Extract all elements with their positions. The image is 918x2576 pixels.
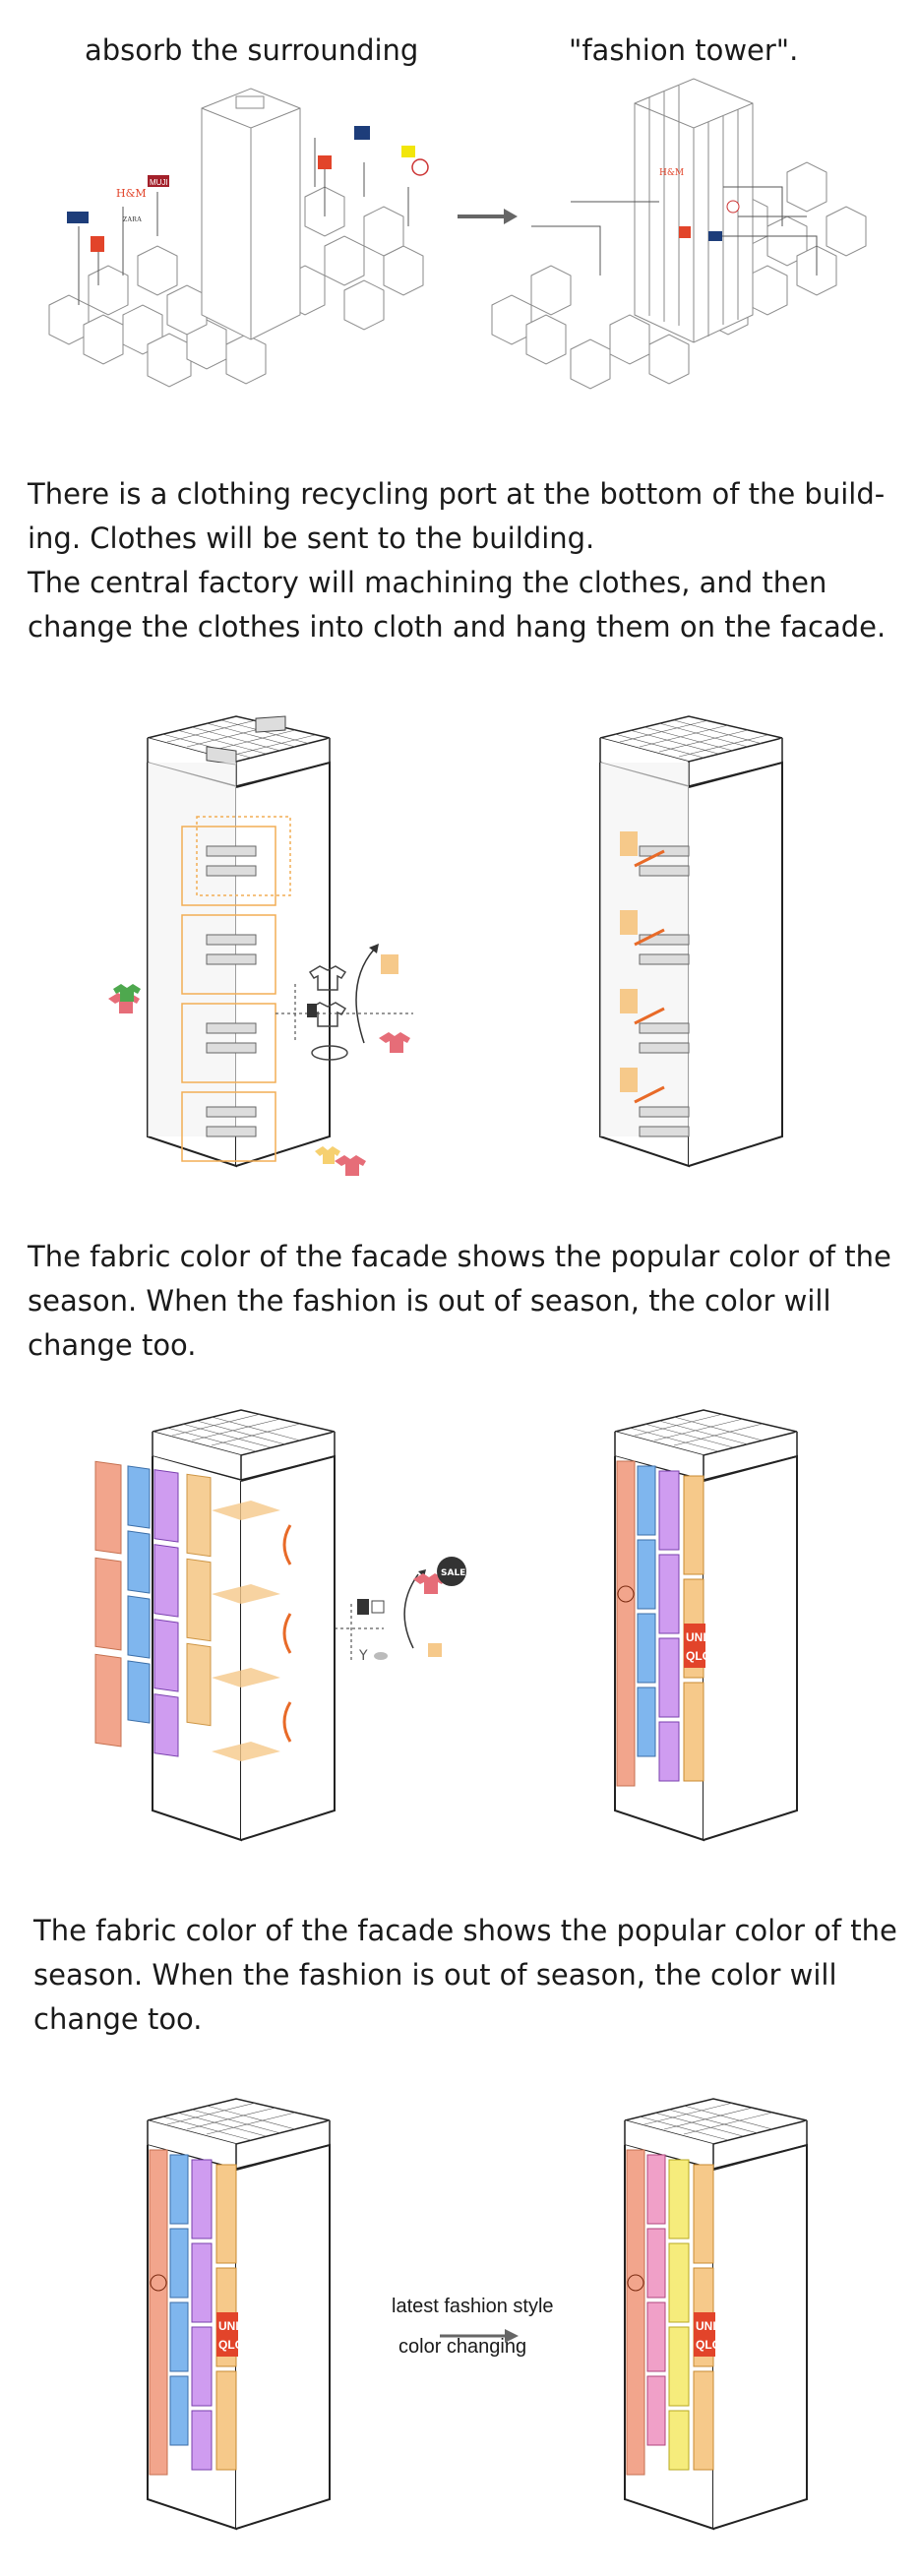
uniqlo-top-text-2: UNI bbox=[218, 2319, 239, 2333]
original-color-facade: UNI QLO bbox=[147, 2098, 331, 2531]
peach-panels bbox=[186, 1473, 212, 1727]
uniqlo-top-text-3: UNI bbox=[696, 2319, 716, 2333]
recycling-paragraph: There is a clothing recycling port at th… bbox=[28, 472, 893, 649]
fabric-color-paragraph-2: The fabric color of the facade shows the… bbox=[33, 1909, 899, 2042]
recycling-line-4: change the clothes into cloth and hang t… bbox=[28, 610, 887, 644]
recycling-line-1: There is a clothing recycling port at th… bbox=[28, 477, 886, 511]
recycling-line-3: The central factory will machining the c… bbox=[28, 566, 827, 599]
fabric1-line-3: change too. bbox=[28, 1328, 197, 1362]
caption-absorb-surrounding: absorb the surrounding bbox=[85, 33, 419, 67]
color-change-arrow bbox=[440, 2329, 519, 2343]
fabric-building-diagram bbox=[599, 715, 783, 1168]
arrow-label-latest-style: latest fashion style bbox=[392, 2296, 554, 2317]
fashion-tower-diagram: H&M bbox=[491, 78, 867, 390]
svg-text:H&M: H&M bbox=[659, 168, 684, 178]
fabric-color-paragraph-1: The fabric color of the facade shows the… bbox=[28, 1235, 893, 1368]
uniqlo-top-text: UNI bbox=[686, 1630, 706, 1644]
fabric2-line-2: season. When the fashion is out of seaso… bbox=[33, 1958, 837, 1992]
factory-building-diagram bbox=[108, 715, 413, 1176]
brand-logos: H&M MUJI ZARA bbox=[67, 126, 429, 252]
surrounding-diagram: H&M MUJI ZARA bbox=[48, 88, 429, 388]
svg-text:ZARA: ZARA bbox=[123, 215, 142, 223]
blue-panels bbox=[127, 1465, 151, 1724]
hm-logo: H&M bbox=[116, 187, 147, 200]
uniqlo-bottom-text-2: QLO bbox=[218, 2338, 244, 2352]
arrow-label-color-changing: color changing bbox=[398, 2336, 527, 2358]
brand-flags bbox=[78, 138, 409, 305]
muji-logo: MUJI bbox=[150, 178, 168, 187]
transform-arrow bbox=[458, 209, 518, 224]
sale-badge bbox=[437, 1557, 466, 1586]
purple-panels bbox=[153, 1469, 179, 1757]
sale-badge-label: SALE bbox=[441, 1568, 465, 1578]
fabric1-line-2: season. When the fashion is out of seaso… bbox=[28, 1284, 831, 1318]
new-color-facade: UNI QLO bbox=[624, 2098, 808, 2531]
tall-building bbox=[201, 88, 301, 340]
fabric1-line-1: The fabric color of the facade shows the… bbox=[28, 1240, 891, 1273]
caption-fashion-tower: "fashion tower". bbox=[569, 33, 799, 67]
uniqlo-logo bbox=[684, 1624, 705, 1668]
svg-text:Y: Y bbox=[358, 1648, 368, 1664]
exploded-facade-diagram: Y SALE bbox=[94, 1409, 466, 1842]
fabric2-line-1: The fabric color of the facade shows the… bbox=[33, 1914, 897, 1947]
uniqlo-bottom-text-3: QLO bbox=[696, 2338, 721, 2352]
colored-facade-diagram: UNI QLO bbox=[614, 1409, 798, 1842]
uniqlo-bottom-text: QLO bbox=[686, 1649, 711, 1663]
process-icons bbox=[308, 965, 348, 1061]
salmon-panels bbox=[94, 1460, 122, 1748]
fabric2-line-3: change too. bbox=[33, 2002, 203, 2036]
recycling-line-2: ing. Clothes will be sent to the buildin… bbox=[28, 521, 595, 555]
